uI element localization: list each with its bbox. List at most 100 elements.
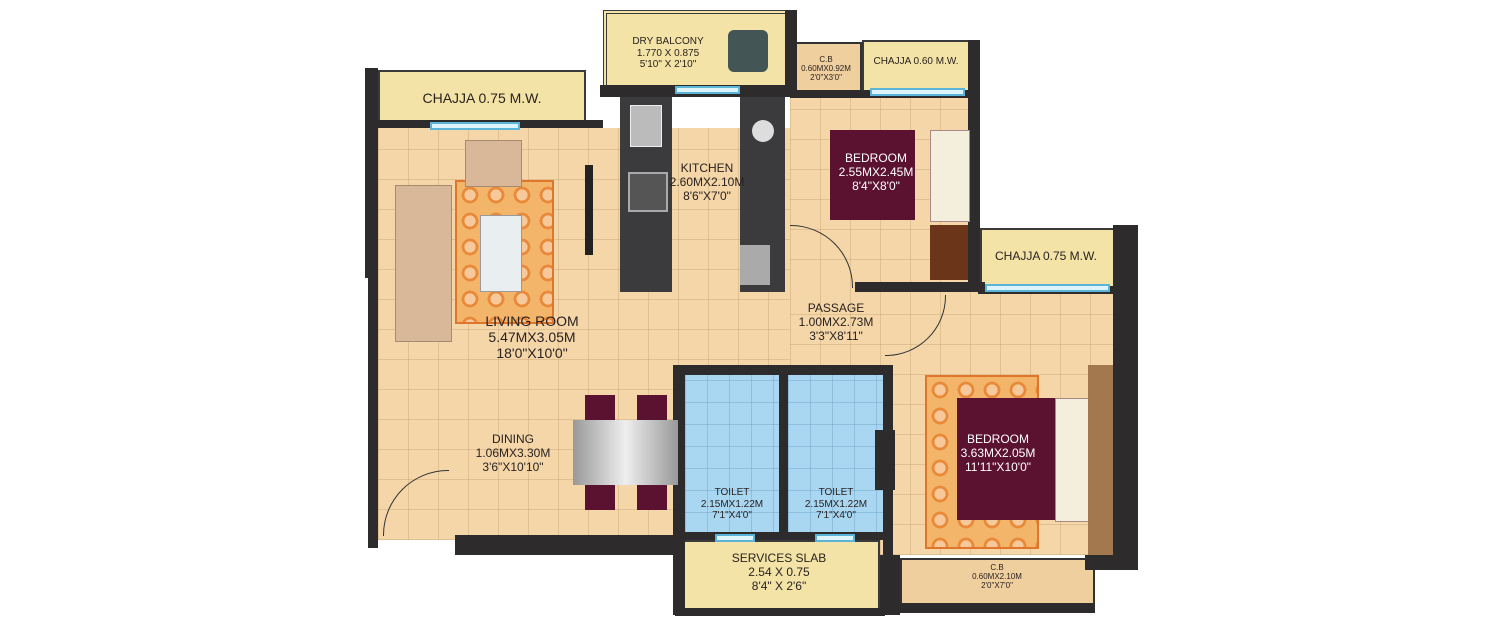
tv-icon xyxy=(585,165,593,255)
wall xyxy=(968,40,980,285)
room-label-line: KITCHEN xyxy=(680,161,734,175)
chajja-left xyxy=(378,70,586,125)
toilet1-floor xyxy=(685,375,780,535)
room-label-line: 7'1"X4'0" xyxy=(816,510,856,521)
wall xyxy=(368,278,378,548)
room-label-line: 2.55MX2.45M xyxy=(838,164,914,179)
room-label-line: 3.63MX2.05M xyxy=(960,445,1036,460)
chair-icon xyxy=(585,395,615,420)
room-label-line: CHAJJA 0.75 M.W. xyxy=(422,90,542,106)
chajja-right-label: CHAJJA 0.75 M.W. xyxy=(994,249,1098,264)
cupboard-top xyxy=(790,42,862,95)
room-label-line: TOILET xyxy=(818,487,854,498)
sofa-icon xyxy=(395,185,452,342)
bed-icon xyxy=(957,398,1055,520)
stove-icon xyxy=(628,172,668,212)
room-label-line: C.B xyxy=(819,55,833,64)
room-label-line: TOILET xyxy=(714,487,750,498)
toilet2-floor xyxy=(788,375,883,535)
wall xyxy=(675,608,885,616)
chajja-top xyxy=(862,40,970,95)
fridge-icon xyxy=(740,245,770,285)
wall xyxy=(680,532,885,540)
wall xyxy=(855,282,985,292)
room-label-line: 0.60MX2.10M xyxy=(972,572,1022,582)
room-label-line: BEDROOM xyxy=(966,432,1029,446)
wall xyxy=(880,555,900,615)
room-label-line: 2.15MX1.22M xyxy=(804,498,868,510)
coffee-table-icon xyxy=(480,215,522,292)
window xyxy=(985,284,1110,292)
armchair-icon xyxy=(465,140,522,187)
room-label-line: 2'0"X7'0" xyxy=(981,581,1013,591)
study-desk-icon xyxy=(930,225,968,280)
room-label-line: PASSAGE xyxy=(807,301,865,315)
room-label-line: 0.60MX0.92M xyxy=(801,64,851,74)
room-label-line: 3'6"X10'10" xyxy=(482,459,544,474)
room-label-line: DINING xyxy=(492,432,534,446)
chair-icon xyxy=(637,395,667,420)
window xyxy=(870,88,965,96)
wall xyxy=(779,370,788,540)
basin-icon xyxy=(752,120,774,142)
room-label-line: LIVING ROOM xyxy=(485,313,579,329)
room-label-line: 5'10" X 2'10" xyxy=(639,59,697,70)
room-label-line: 1.770 X 0.875 xyxy=(636,47,700,59)
headboard-icon xyxy=(1088,365,1113,555)
room-label-line: 1.00MX2.73M xyxy=(798,314,874,329)
room-label-line: CHAJJA 0.75 M.W. xyxy=(994,249,1098,263)
wall xyxy=(1113,225,1138,570)
chair-icon xyxy=(585,485,615,510)
room-label-line: SERVICES SLAB xyxy=(731,551,827,565)
room-label-line: 1.06MX3.30M xyxy=(475,445,551,460)
room-label-line: 3'3"X8'11" xyxy=(809,328,863,343)
wall xyxy=(455,535,685,555)
wall xyxy=(1085,555,1135,570)
room-label-line: DRY BALCONY xyxy=(632,36,704,47)
room-label-line: BEDROOM xyxy=(844,151,907,165)
room-label-line: 8'6"X7'0" xyxy=(683,188,731,203)
room-label-line: 7'1"X4'0" xyxy=(712,510,752,521)
room-label-line: 2'0"X3'0" xyxy=(810,73,842,83)
chajja-top-label: CHAJJA 0.60 M.W. xyxy=(873,56,958,68)
washing-machine-icon xyxy=(728,30,768,72)
wall xyxy=(895,603,1095,613)
room-label-line: 2.54 X 0.75 xyxy=(748,564,810,579)
bed-icon xyxy=(830,130,915,220)
window xyxy=(675,86,740,94)
living-rug xyxy=(455,180,554,324)
wall xyxy=(673,365,685,615)
window xyxy=(715,534,755,542)
wall xyxy=(365,68,378,278)
dining-table-icon xyxy=(573,420,678,485)
room-label-line: CHAJJA 0.60 M.W. xyxy=(873,56,959,67)
room-label-line: 11'11"X10'0" xyxy=(964,459,1032,474)
wall xyxy=(875,430,895,490)
window xyxy=(815,534,855,542)
wall xyxy=(785,10,797,95)
room-label-line: 8'4" X 2'6" xyxy=(751,578,807,593)
sink-icon xyxy=(630,105,662,147)
pillows-icon xyxy=(930,130,970,222)
window xyxy=(430,122,520,130)
room-label-line: 18'0"X10'0" xyxy=(496,345,568,362)
room-label-line: 2.60MX2.10M xyxy=(669,174,745,189)
room-label-line: C.B xyxy=(990,563,1004,572)
chair-icon xyxy=(637,485,667,510)
room-label-line: 5.47MX3.05M xyxy=(488,329,576,346)
room-label-line: 2.15MX1.22M xyxy=(700,498,764,510)
room-label-line: 8'4"X8'0" xyxy=(852,178,900,193)
